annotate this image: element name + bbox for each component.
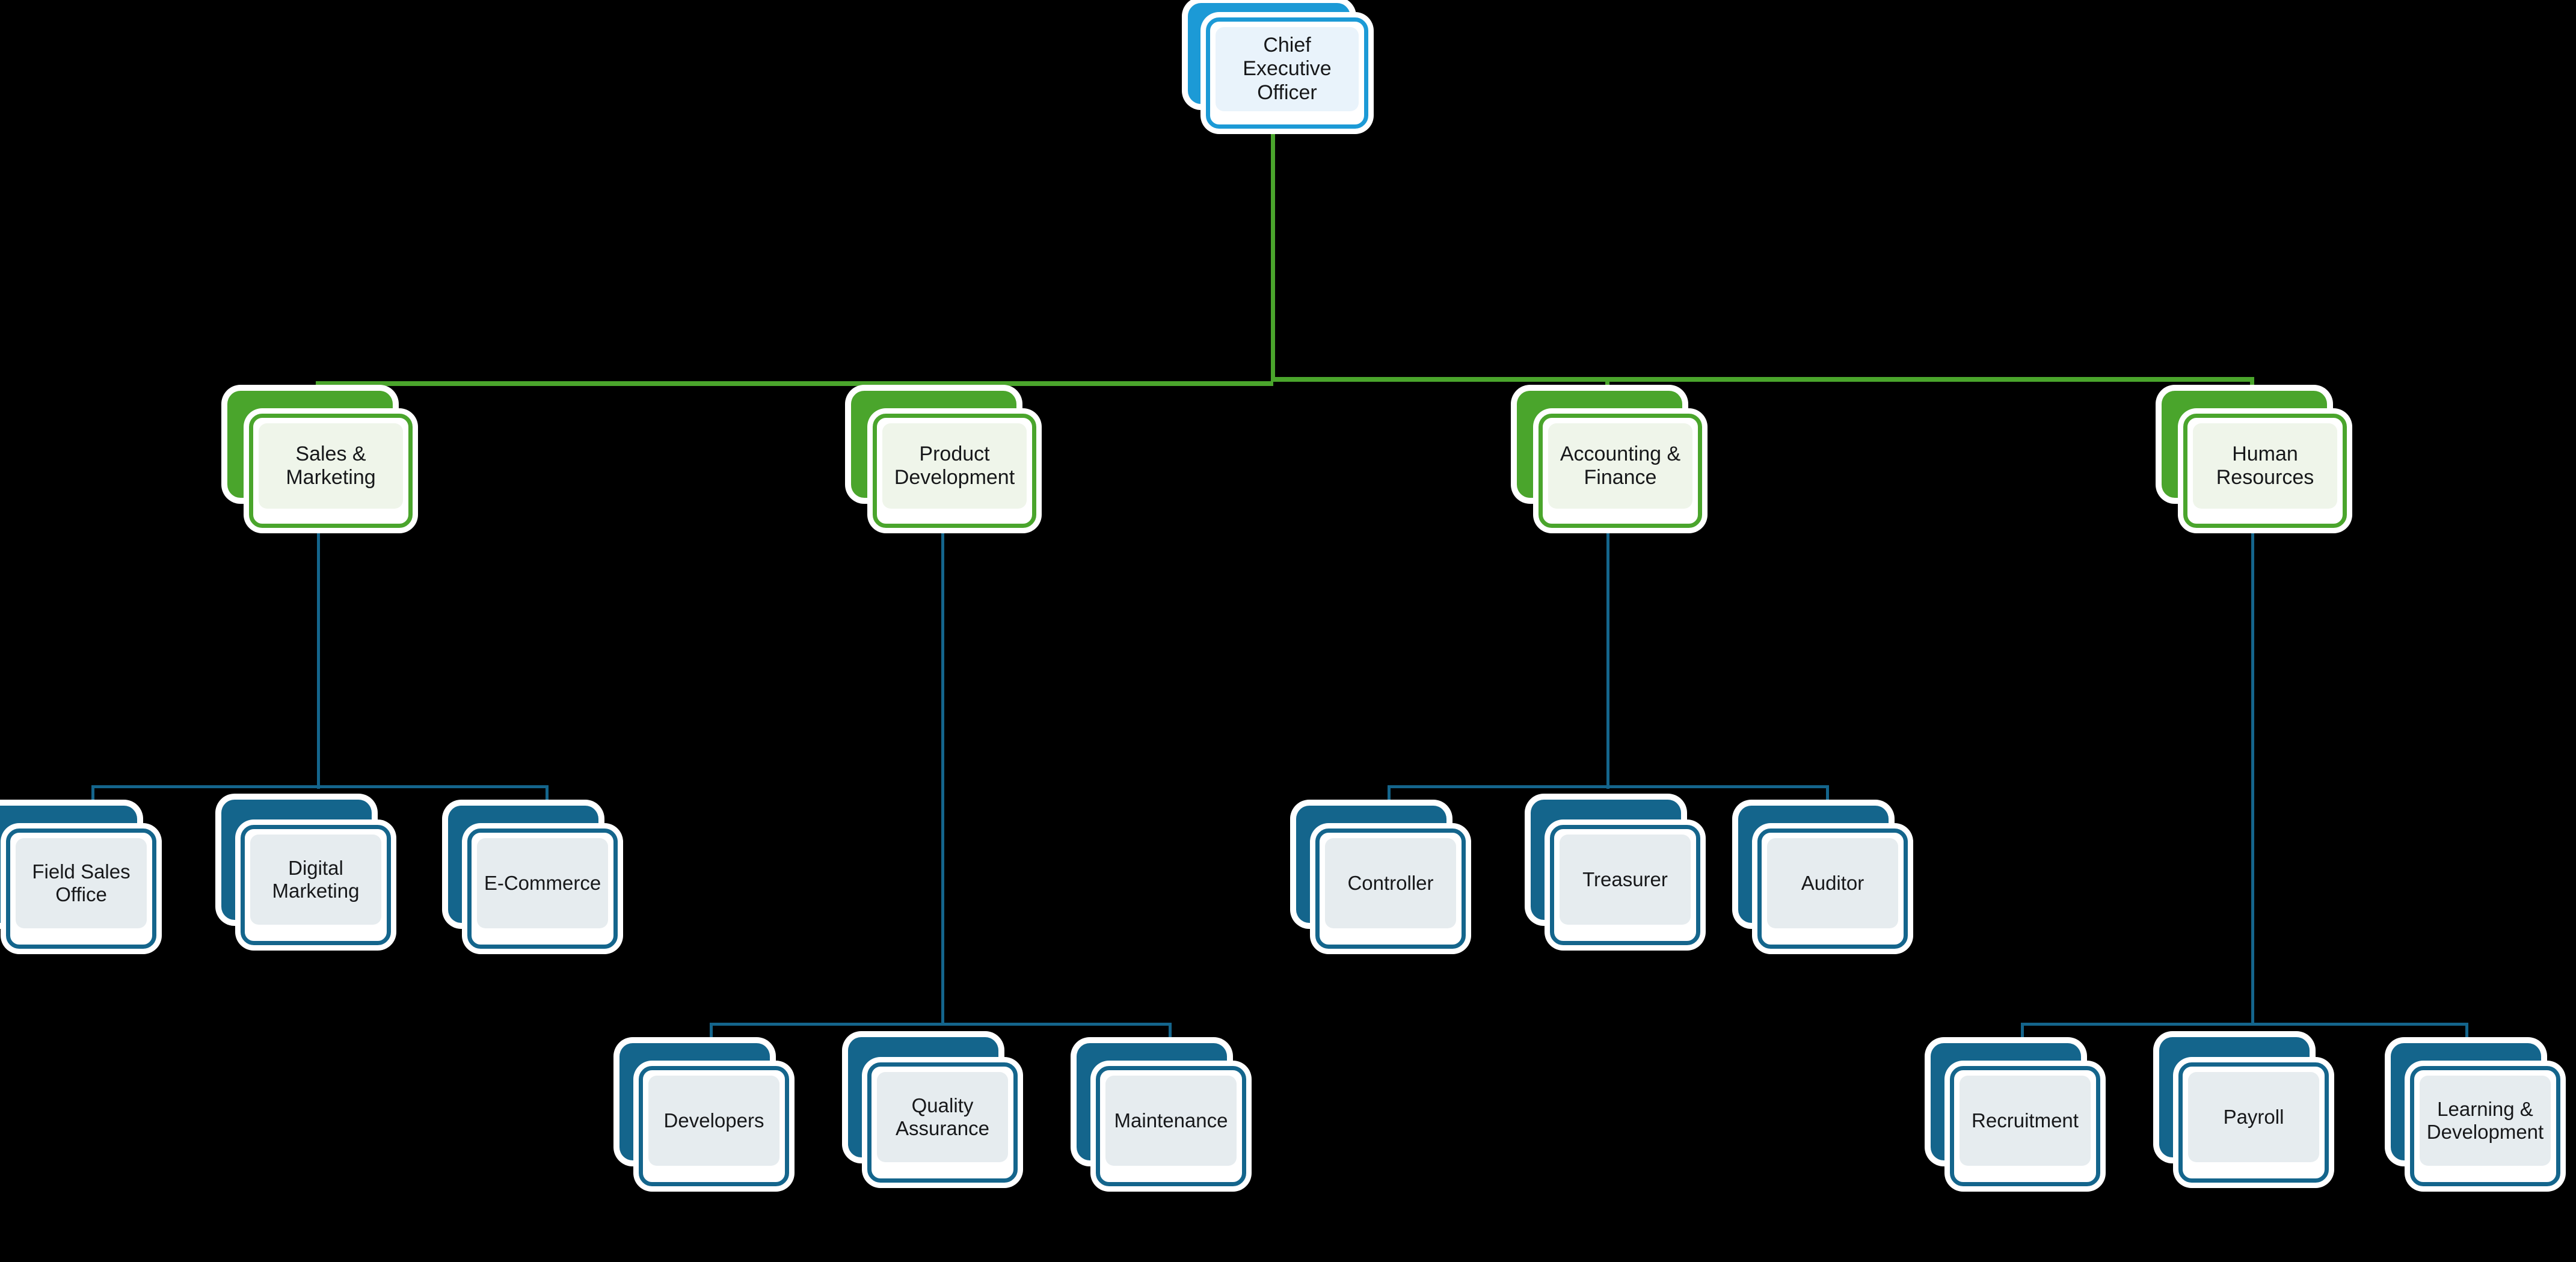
connector-hr-bus [2021,1023,2468,1026]
connector-accounting-bus-to-auditor [1826,785,1829,809]
node-label: Sales & Marketing [286,442,376,489]
connector-sales-bus [91,785,549,788]
connector-hr-bus-to-learning [2465,1023,2468,1047]
node-label: Auditor [1801,871,1864,894]
node-inner-fill: Learning & Development [2420,1076,2551,1166]
node-inner-fill: Accounting & Finance [1548,423,1692,509]
connector-product-bus-to-maintenance [1169,1023,1172,1047]
node-inner-fill: E-Commerce [477,838,608,928]
connector-product-bus [710,1023,1172,1026]
connector-sales-stem [317,518,320,789]
node-maintenance[interactable]: Maintenance [1077,1043,1275,1199]
node-inner-fill: Developers [648,1076,779,1166]
connector-level2-bus-left [316,381,1273,386]
node-inner-fill: Chief Executive Officer [1216,27,1359,111]
node-card: Quality Assurance [867,1062,1018,1183]
node-card: Field Sales Office [6,829,156,949]
node-label: Maintenance [1114,1109,1228,1132]
node-chief-executive-officer[interactable]: Chief Executive Officer [1188,3,1386,132]
connector-level2-bus-right [1271,377,2254,382]
node-label: Quality Assurance [896,1094,989,1139]
node-card: Auditor [1757,829,1908,949]
node-label: Human Resources [2216,442,2314,489]
node-inner-fill: Human Resources [2193,423,2337,509]
connector-bus-to-accounting [1605,377,1609,400]
node-developers[interactable]: Developers [619,1043,818,1199]
node-card: Sales & Marketing [249,414,413,528]
node-card: Treasurer [1550,825,1700,945]
node-inner-fill: Maintenance [1105,1076,1237,1166]
node-label: Product Development [894,442,1015,489]
node-inner-fill: Field Sales Office [16,838,147,928]
node-learning-development[interactable]: Learning & Development [2391,1043,2576,1199]
node-card: Product Development [873,414,1036,528]
node-inner-fill: Auditor [1767,838,1898,928]
node-product-development[interactable]: Product Development [851,391,1050,541]
node-card: Accounting & Finance [1539,414,1702,528]
connector-sales-bus-to-ecommerce [546,785,549,809]
node-quality-assurance[interactable]: Quality Assurance [848,1037,1047,1199]
node-card: Chief Executive Officer [1206,17,1368,129]
node-label: Recruitment [1972,1109,2079,1132]
node-accounting-finance[interactable]: Accounting & Finance [1517,391,1715,541]
node-card: Payroll [2178,1062,2329,1183]
connector-hr-stem [2251,522,2254,1026]
node-card: Maintenance [1096,1066,1246,1186]
node-recruitment[interactable]: Recruitment [1931,1043,2129,1199]
connector-product-bus-to-developers [710,1023,713,1047]
node-inner-fill: Controller [1325,838,1456,928]
node-label: Digital Marketing [272,856,360,902]
node-inner-fill: Payroll [2188,1072,2319,1162]
node-inner-fill: Recruitment [1960,1076,2091,1166]
connector-hr-bus-to-recruitment [2021,1023,2024,1047]
node-card: E-Commerce [467,829,618,949]
node-e-commerce[interactable]: E-Commerce [448,806,647,962]
node-label: Chief Executive Officer [1243,33,1332,104]
node-label: Field Sales Office [32,860,131,905]
node-card: Controller [1315,829,1466,949]
connector-bus-to-hr [2250,377,2254,400]
node-label: Developers [663,1109,764,1132]
node-payroll[interactable]: Payroll [2159,1037,2358,1199]
connector-accounting-stem [1606,518,1609,789]
node-card: Recruitment [1950,1066,2100,1186]
node-inner-fill: Product Development [882,423,1027,509]
node-label: E-Commerce [484,871,601,894]
connector-accounting-bus-to-controller [1388,785,1391,809]
node-human-resources[interactable]: Human Resources [2162,391,2360,541]
node-label: Treasurer [1582,868,1668,890]
node-card: Developers [639,1066,789,1186]
node-treasurer[interactable]: Treasurer [1531,800,1729,962]
node-card: Human Resources [2183,414,2347,528]
node-digital-marketing[interactable]: Digital Marketing [221,800,420,962]
node-inner-fill: Digital Marketing [250,835,381,925]
node-inner-fill: Sales & Marketing [259,423,403,509]
connector-ceo-stem [1271,126,1275,381]
node-label: Learning & Development [2426,1097,2544,1143]
node-field-sales-office[interactable]: Field Sales Office [0,806,185,962]
connector-accounting-bus [1388,785,1829,788]
node-card: Learning & Development [2410,1066,2560,1186]
node-label: Payroll [2223,1105,2284,1128]
connector-sales-bus-to-field-sales [91,785,94,809]
node-card: Digital Marketing [241,825,391,945]
node-auditor[interactable]: Auditor [1738,806,1937,962]
node-label: Controller [1347,871,1434,894]
node-inner-fill: Quality Assurance [877,1072,1008,1162]
node-label: Accounting & Finance [1560,442,1681,489]
node-sales-marketing[interactable]: Sales & Marketing [227,391,426,541]
node-controller[interactable]: Controller [1296,806,1495,962]
connector-product-stem [941,522,944,1026]
node-inner-fill: Treasurer [1560,835,1691,925]
